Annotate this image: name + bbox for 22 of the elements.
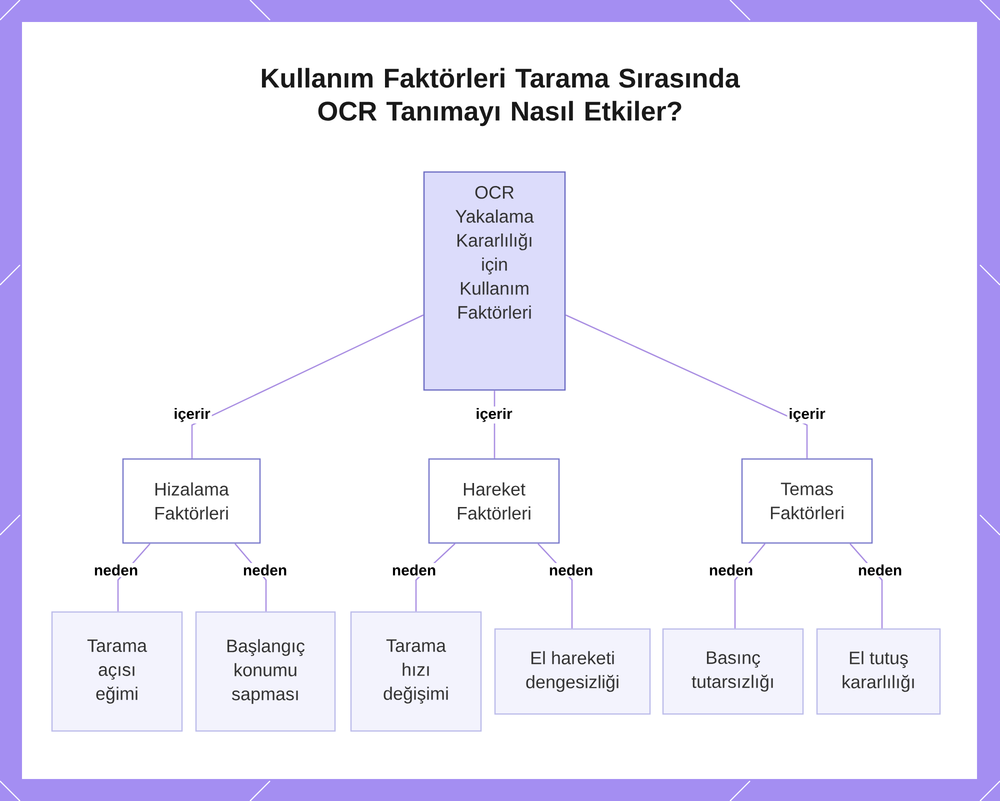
- edge-label: neden: [547, 563, 595, 578]
- connector: [191, 314, 424, 458]
- cause-box: Basınç tutarsızlığı: [662, 628, 804, 715]
- edge-label: içerir: [474, 406, 514, 424]
- cause-box: Tarama hızı değişimi: [350, 611, 482, 732]
- edge-label: içerir: [787, 406, 827, 424]
- edge-label: neden: [241, 563, 289, 578]
- cause-box: Tarama açısı eğimi: [51, 611, 183, 732]
- title: Kullanım Faktörleri Tarama Sırasında OCR Tanımayı Nasıl Etkiler?: [262, 68, 740, 126]
- cause-box: El tutuş kararlılığı: [816, 628, 941, 715]
- edge-label: neden: [390, 563, 438, 578]
- connector: [565, 314, 808, 458]
- edge-label: içerir: [172, 406, 212, 424]
- category-box: Hizalama Faktörleri: [122, 458, 261, 544]
- category-box: Temas Faktörleri: [741, 458, 873, 544]
- category-box: Hareket Faktörleri: [428, 458, 560, 544]
- edge-label: neden: [856, 563, 904, 578]
- cause-box: Başlangıç konumu sapması: [195, 611, 336, 732]
- edge-label: neden: [92, 563, 140, 578]
- cause-box: El hareketi dengesizliği: [494, 628, 651, 715]
- edge-label: neden: [707, 563, 755, 578]
- root-box: OCR Yakalama Kararlılığı için Kullanım Faktörleri: [423, 171, 566, 391]
